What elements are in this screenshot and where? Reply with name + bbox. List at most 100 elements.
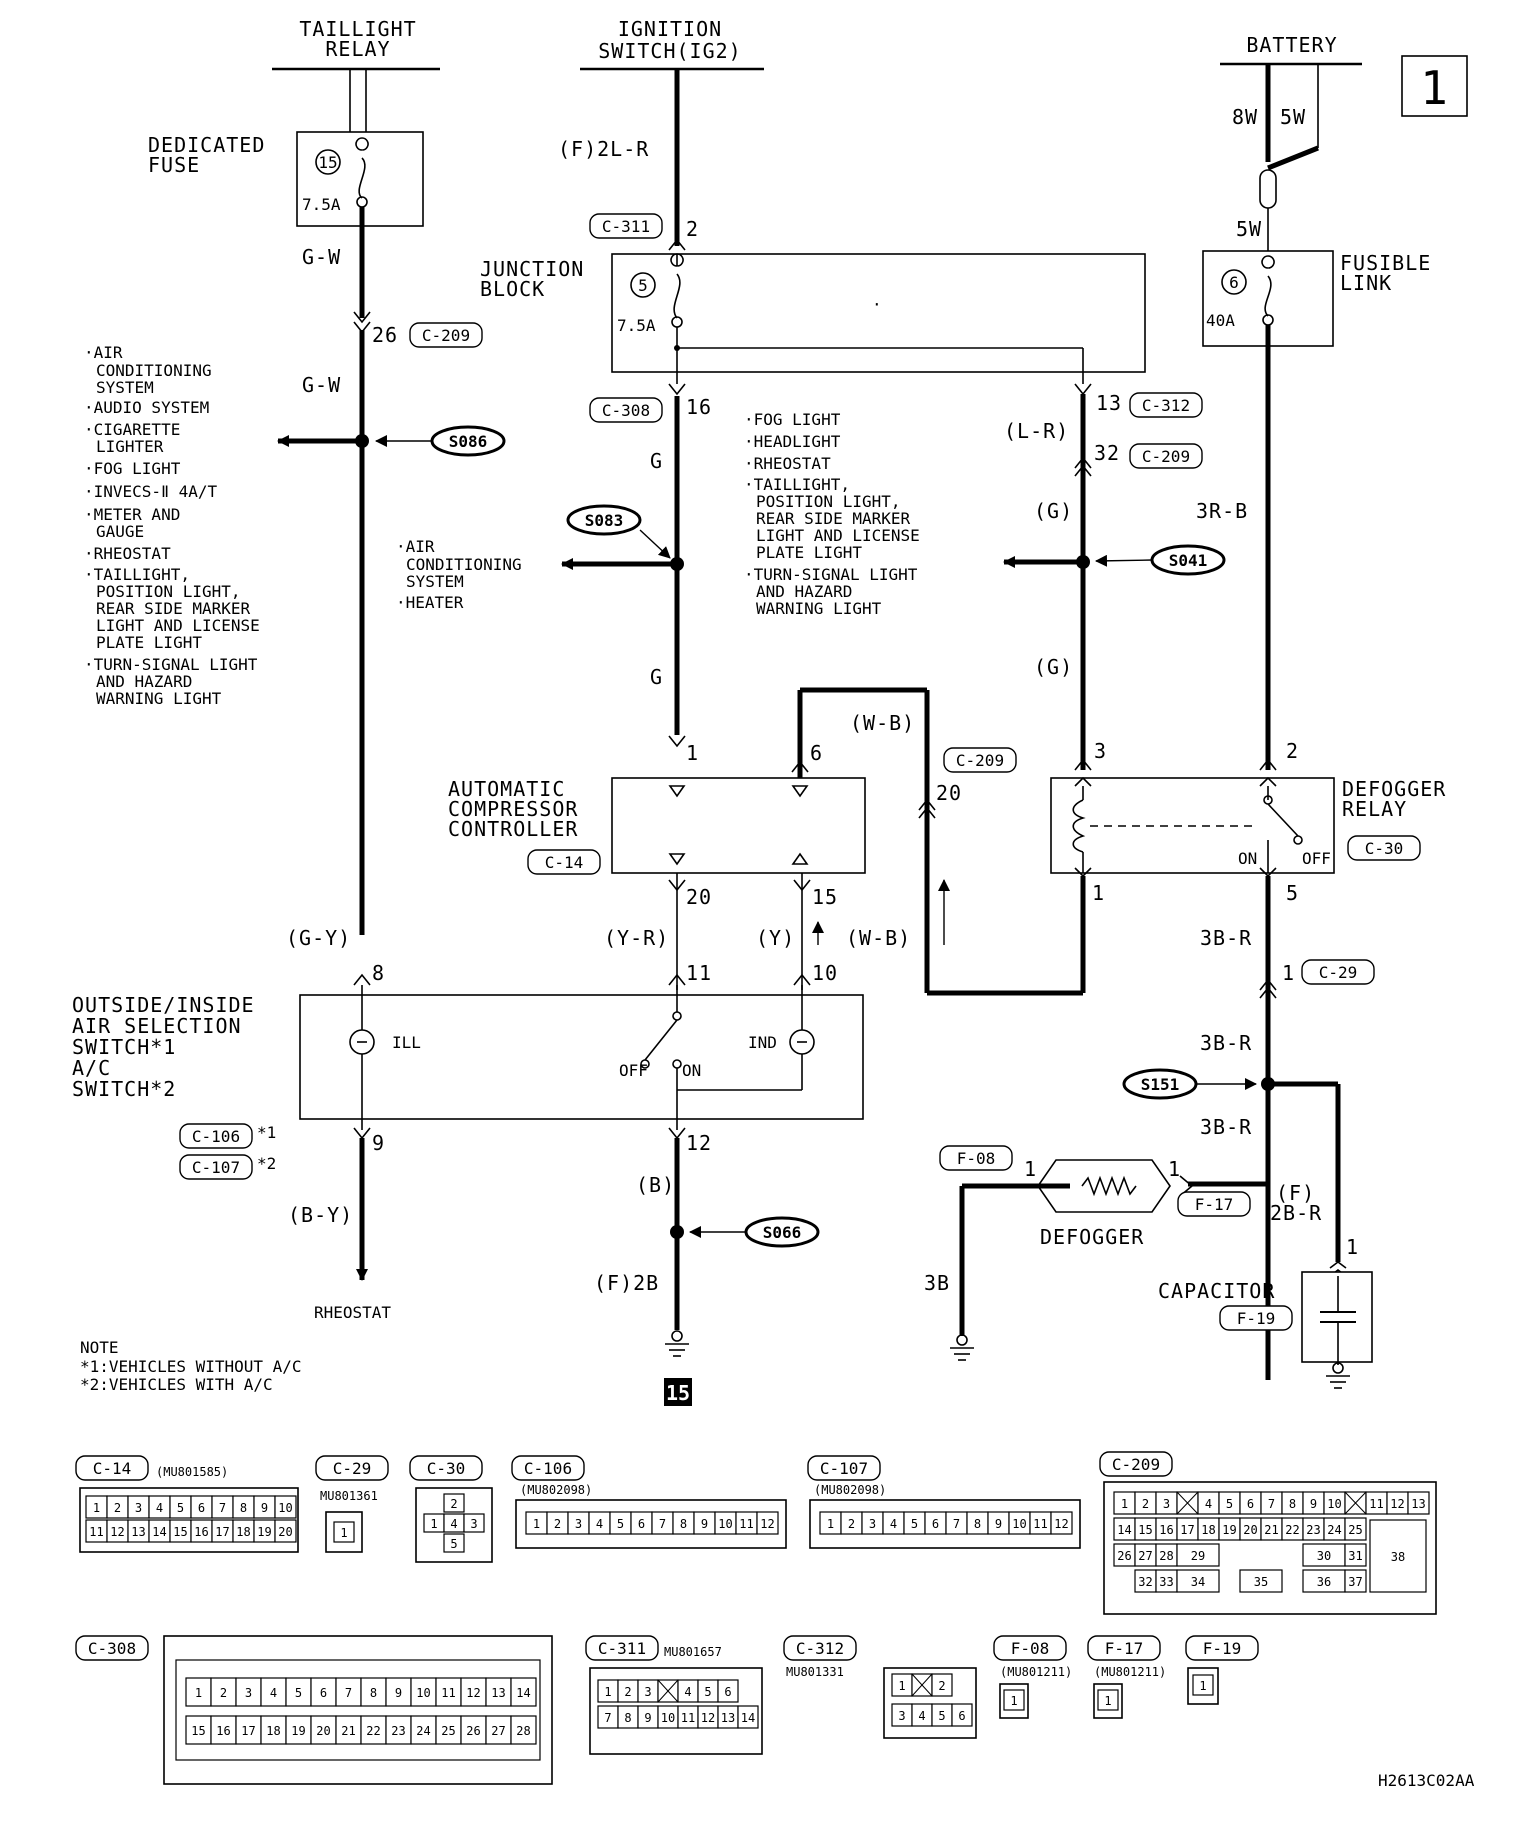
svg-text:·AIR: ·AIR [84, 343, 123, 362]
pin-number: 4 [156, 1501, 163, 1515]
pin-number: 17 [1180, 1523, 1194, 1537]
svg-text:C-311: C-311 [598, 1639, 646, 1658]
pin-number: 20 [316, 1724, 330, 1738]
svg-text:WARNING LIGHT: WARNING LIGHT [756, 599, 882, 618]
pin-number: 7 [1268, 1497, 1275, 1511]
svg-text:1: 1 [1282, 961, 1295, 985]
pin-number: 11 [441, 1686, 455, 1700]
svg-text:(B): (B) [636, 1173, 675, 1197]
connector-label-c30: C-30 [1347, 835, 1421, 861]
air-selection-switch-box [299, 994, 864, 1120]
pin-number: 10 [278, 1501, 292, 1515]
svg-text:RELAY: RELAY [1342, 797, 1407, 821]
svg-text:F-19: F-19 [1203, 1639, 1242, 1658]
svg-text:15: 15 [812, 885, 838, 909]
pin-cell-c308 [385, 1715, 412, 1745]
svg-text:SYSTEM: SYSTEM [406, 572, 464, 591]
pin-cell-c106 [756, 1511, 779, 1535]
ground-number-badge [664, 1378, 692, 1406]
part-number-f17: (MU801211) [1094, 1665, 1166, 1679]
pin-number: 29 [1191, 1549, 1205, 1563]
svg-text:C-308: C-308 [88, 1639, 136, 1658]
pin-number: 4 [918, 1709, 925, 1723]
connector-label-c308: C-308 [589, 397, 663, 423]
svg-text:PLATE LIGHT: PLATE LIGHT [756, 543, 862, 562]
svg-text:·TAILLIGHT,: ·TAILLIGHT, [744, 475, 850, 494]
pin-number: 3 [869, 1517, 876, 1531]
svg-text:OFF: OFF [619, 1061, 648, 1080]
svg-text:8W: 8W [1232, 105, 1258, 129]
pin-cell-c311 [737, 1705, 759, 1729]
connector-label-f17: F-17 [1177, 1191, 1251, 1217]
svg-text:3: 3 [1094, 739, 1107, 763]
svg-text:(G): (G) [1034, 499, 1073, 523]
defogger-heater-icon [1081, 1175, 1137, 1197]
connector-c308-face [163, 1635, 553, 1785]
svg-text:3B-R: 3B-R [1200, 926, 1252, 950]
svg-text:11: 11 [686, 961, 712, 985]
pin-number: 6 [198, 1501, 205, 1515]
pin-number: 1 [93, 1501, 100, 1515]
pin-number: 38 [1391, 1550, 1405, 1564]
pin-cell-c30 [443, 1533, 465, 1553]
svg-text:REAR SIDE MARKER: REAR SIDE MARKER [756, 509, 910, 528]
pin-number: 25 [1348, 1523, 1362, 1537]
pin-number: 18 [266, 1724, 280, 1738]
pin-number: 7 [659, 1517, 666, 1531]
pin-number: 6 [958, 1709, 965, 1723]
pin-number: 16 [216, 1724, 230, 1738]
pin-number: 32 [1138, 1575, 1152, 1589]
connector-view-label-f08: F-08 [993, 1635, 1067, 1661]
svg-text:(W-B): (W-B) [850, 711, 915, 735]
pin-cell-c308 [210, 1677, 237, 1707]
splice-s066-point [670, 1225, 684, 1239]
pin-cell-c308 [460, 1677, 487, 1707]
svg-text:TAILLIGHT: TAILLIGHT [299, 17, 416, 41]
pin-number: 5 [295, 1686, 302, 1700]
ignition-switch-source: IGNITION SWITCH(IG2) [580, 17, 764, 71]
pin-number: 9 [701, 1517, 708, 1531]
svg-text:G: G [650, 449, 663, 473]
pin-cell-c308 [360, 1715, 387, 1745]
dedicated-fuse-title: DEDICATED [148, 133, 265, 157]
pin-number: 8 [240, 1501, 247, 1515]
svg-text:WARNING LIGHT: WARNING LIGHT [96, 689, 222, 708]
svg-text:CONDITIONING: CONDITIONING [96, 361, 212, 380]
part-number-c312: MU801331 [786, 1665, 844, 1679]
svg-text:5W: 5W [1280, 105, 1306, 129]
pin-number: 27 [491, 1724, 505, 1738]
pin-cell-c29 [333, 1521, 355, 1543]
svg-text:·: · [872, 295, 882, 314]
svg-text:G-W: G-W [302, 373, 341, 397]
pin-number: 11 [681, 1711, 695, 1725]
pin-cell-c209 [1369, 1519, 1427, 1593]
part-number-c14: (MU801585) [156, 1465, 228, 1479]
svg-text:·HEATER: ·HEATER [396, 593, 464, 612]
svg-text:*2: *2 [257, 1154, 276, 1173]
svg-text:13: 13 [1096, 391, 1122, 415]
svg-text:COMPRESSOR: COMPRESSOR [448, 797, 578, 821]
pin-number: 10 [718, 1517, 732, 1531]
svg-text:F-08: F-08 [1011, 1639, 1050, 1658]
svg-text:·TURN-SIGNAL LIGHT: ·TURN-SIGNAL LIGHT [744, 565, 918, 584]
connector-view-label-c312: C-312 [783, 1635, 857, 1661]
svg-text:(F): (F) [1276, 1181, 1315, 1205]
junction-block-box [611, 253, 1146, 373]
connector-label-c106: C-106 [179, 1123, 253, 1149]
pin-cell-c209 [1344, 1543, 1367, 1567]
svg-text:GAUGE: GAUGE [96, 522, 144, 541]
svg-text:C-106: C-106 [192, 1127, 240, 1146]
pin-number: 8 [624, 1711, 631, 1725]
pin-cell-c308 [260, 1715, 287, 1745]
svg-text:*2:VEHICLES WITH A/C: *2:VEHICLES WITH A/C [80, 1375, 273, 1394]
pin-number: 14 [152, 1525, 166, 1539]
pin-number: 26 [466, 1724, 480, 1738]
pin-number: 4 [890, 1517, 897, 1531]
svg-text:S151: S151 [1141, 1075, 1180, 1094]
svg-text:C-29: C-29 [333, 1459, 372, 1478]
pin-number: 20 [1243, 1523, 1257, 1537]
pin-number: 19 [1222, 1523, 1236, 1537]
capacitor-box [1301, 1271, 1373, 1363]
pin-number: 28 [516, 1724, 530, 1738]
